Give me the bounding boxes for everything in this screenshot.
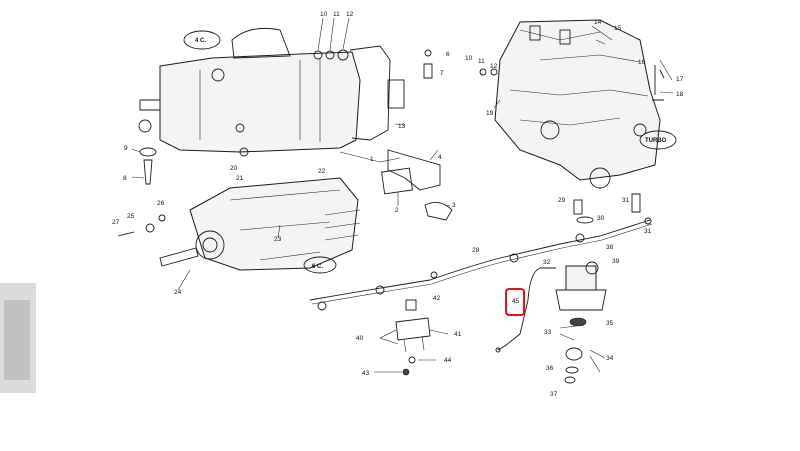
callout-32: 32	[543, 259, 551, 266]
fuel-line-and-valve-assembly	[309, 193, 653, 384]
callout-40: 40	[356, 335, 364, 342]
scan-artifact	[0, 283, 36, 393]
callout-35: 35	[606, 320, 614, 327]
oval-label-turbo: TURBO	[645, 138, 667, 144]
callout-37: 37	[550, 391, 558, 398]
six-cyl-pump-assembly: 6 C.	[117, 177, 361, 291]
callout-31-upper: 31	[622, 197, 630, 204]
callout-30: 30	[597, 215, 605, 222]
callout-16: 16	[638, 59, 646, 66]
oval-label-6c: 6 C.	[312, 264, 323, 270]
callout-13: 13	[398, 123, 406, 130]
callout-25: 25	[127, 213, 135, 220]
callout-14: 14	[594, 19, 602, 26]
callout-10-turbo: 10	[465, 55, 473, 62]
callout-36: 36	[546, 365, 554, 372]
callout-12-turbo: 12	[490, 63, 498, 70]
callout-24: 24	[174, 289, 182, 296]
callout-8: 8	[123, 175, 127, 182]
callout-31-lower: 31	[644, 228, 652, 235]
callout-42: 42	[433, 295, 441, 302]
callout-41: 41	[454, 331, 462, 338]
upper-pump-assembly: 4 C.	[131, 17, 453, 221]
oval-4c	[183, 30, 221, 50]
solenoid-wire	[497, 267, 556, 351]
oval-label-4c: 4 C.	[195, 38, 206, 44]
callout-10-upper: 10	[320, 11, 328, 18]
turbo-pump-assembly: TURBO	[479, 19, 677, 189]
callout-12-upper: 12	[346, 11, 354, 18]
callout-33: 33	[544, 329, 552, 336]
callout-7: 7	[440, 70, 444, 77]
callout-3: 3	[452, 202, 456, 209]
callout-23: 23	[274, 236, 282, 243]
callout-38: 38	[606, 244, 614, 251]
six-cyl-pump-body	[189, 177, 359, 271]
fuel-line-harness	[309, 219, 651, 301]
callout-29: 29	[558, 197, 566, 204]
turbo-pump-body	[494, 19, 661, 181]
callout-11-turbo: 11	[478, 58, 485, 65]
callout-39: 39	[612, 258, 620, 265]
callout-11-upper: 11	[333, 11, 340, 18]
callout-44: 44	[444, 357, 452, 364]
callout-6: 6	[446, 51, 450, 58]
callout-22: 22	[318, 168, 326, 175]
callout-18: 18	[676, 91, 684, 98]
callout-17: 17	[676, 76, 684, 83]
upper-pump-body	[159, 51, 361, 153]
callout-26: 26	[157, 200, 165, 207]
callout-43: 43	[362, 370, 370, 377]
callout-21: 21	[236, 175, 244, 182]
callout-45: 45	[512, 298, 520, 305]
callout-20: 20	[230, 165, 238, 172]
callout-numbers: 10 11 12 6 7 13 9 8 1 4 2 3 10 11 12 19 …	[112, 11, 684, 398]
highlight-box-part-45	[505, 288, 525, 316]
callout-4: 4	[438, 154, 442, 161]
callout-28: 28	[472, 247, 480, 254]
callout-27: 27	[112, 219, 120, 226]
callout-15: 15	[614, 25, 622, 32]
oval-6c	[303, 256, 337, 274]
callout-34: 34	[606, 355, 614, 362]
callout-9: 9	[124, 145, 128, 152]
callout-1: 1	[370, 156, 374, 163]
callout-2: 2	[395, 207, 399, 214]
oval-turbo	[639, 130, 677, 150]
callout-19: 19	[486, 110, 494, 117]
